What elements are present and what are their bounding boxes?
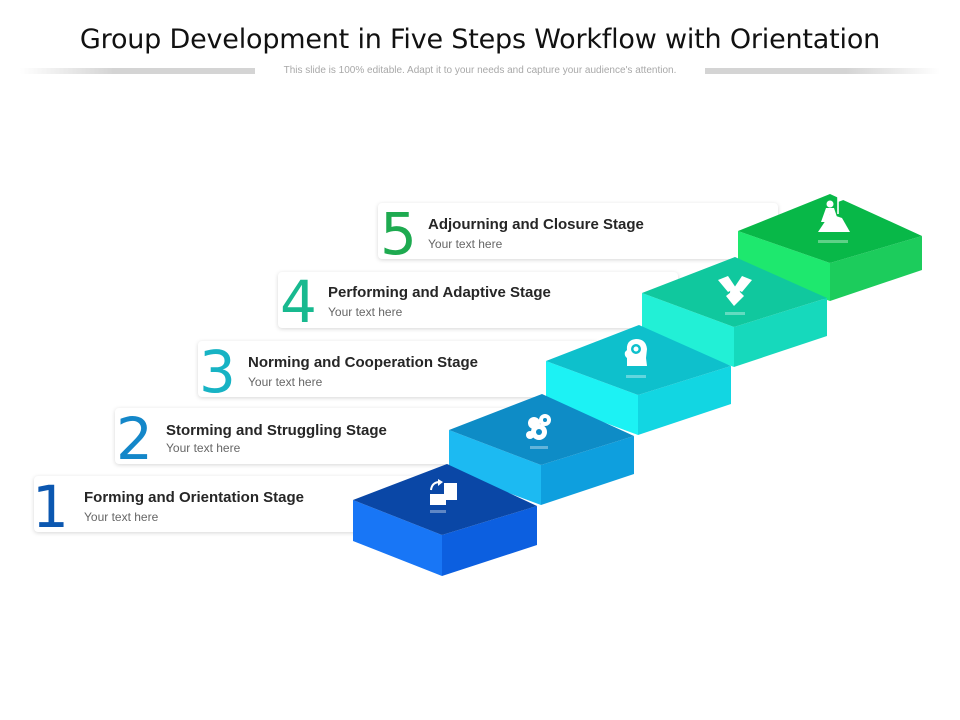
step-number-4: 4 (280, 268, 317, 336)
step-title-3: Norming and Cooperation Stage (248, 354, 479, 371)
step-title-5: Adjourning and Closure Stage (428, 216, 644, 233)
step-title-2: Storming and Struggling Stage (166, 422, 387, 439)
stair-block-5-right-face (830, 236, 922, 301)
step-card-2 (115, 408, 515, 464)
stair-block-5-left-face (738, 231, 830, 301)
subtitle-row: This slide is 100% editable. Adapt it to… (20, 64, 940, 78)
step-card-4 (278, 272, 678, 328)
step-title-1: Forming and Orientation Stage (84, 489, 305, 506)
puzzle-blocks-icon (430, 479, 457, 513)
step-card-5 (378, 203, 778, 259)
climber-flag-icon (818, 196, 850, 243)
step-card-3 (198, 341, 598, 397)
stair-block-3-right-face (638, 366, 731, 435)
step-text-3: Your text here (248, 375, 323, 389)
stair-block-2-left-face (449, 430, 541, 505)
slide-title: Group Development in Five Steps Workflow… (79, 24, 881, 55)
stair-block-4-right-face (734, 298, 827, 367)
step-title-4: Performing and Adaptive Stage (328, 284, 551, 301)
subtitle-divider-left (20, 68, 255, 74)
brain-gears-icon (526, 414, 551, 449)
stair-block-2-right-face (541, 436, 634, 505)
stair-block-4-left-face (642, 293, 734, 367)
head-target-icon (624, 339, 647, 378)
slide-subtitle: This slide is 100% editable. Adapt it to… (283, 65, 677, 76)
stair-block-1-right-face (442, 506, 537, 576)
stair-block-3-left-face (546, 361, 638, 435)
subtitle-divider-right (705, 68, 940, 74)
step-number-2: 2 (116, 405, 153, 473)
step-number-1: 1 (32, 473, 69, 541)
handshake-icon (718, 276, 752, 315)
step-text-4: Your text here (328, 305, 403, 319)
step-number-3: 3 (199, 338, 236, 406)
stair-block-1-left-face (353, 500, 442, 576)
step-number-5: 5 (380, 200, 417, 268)
step-text-5: Your text here (428, 237, 503, 251)
step-text-2: Your text here (166, 441, 241, 455)
step-text-1: Your text here (84, 510, 159, 524)
